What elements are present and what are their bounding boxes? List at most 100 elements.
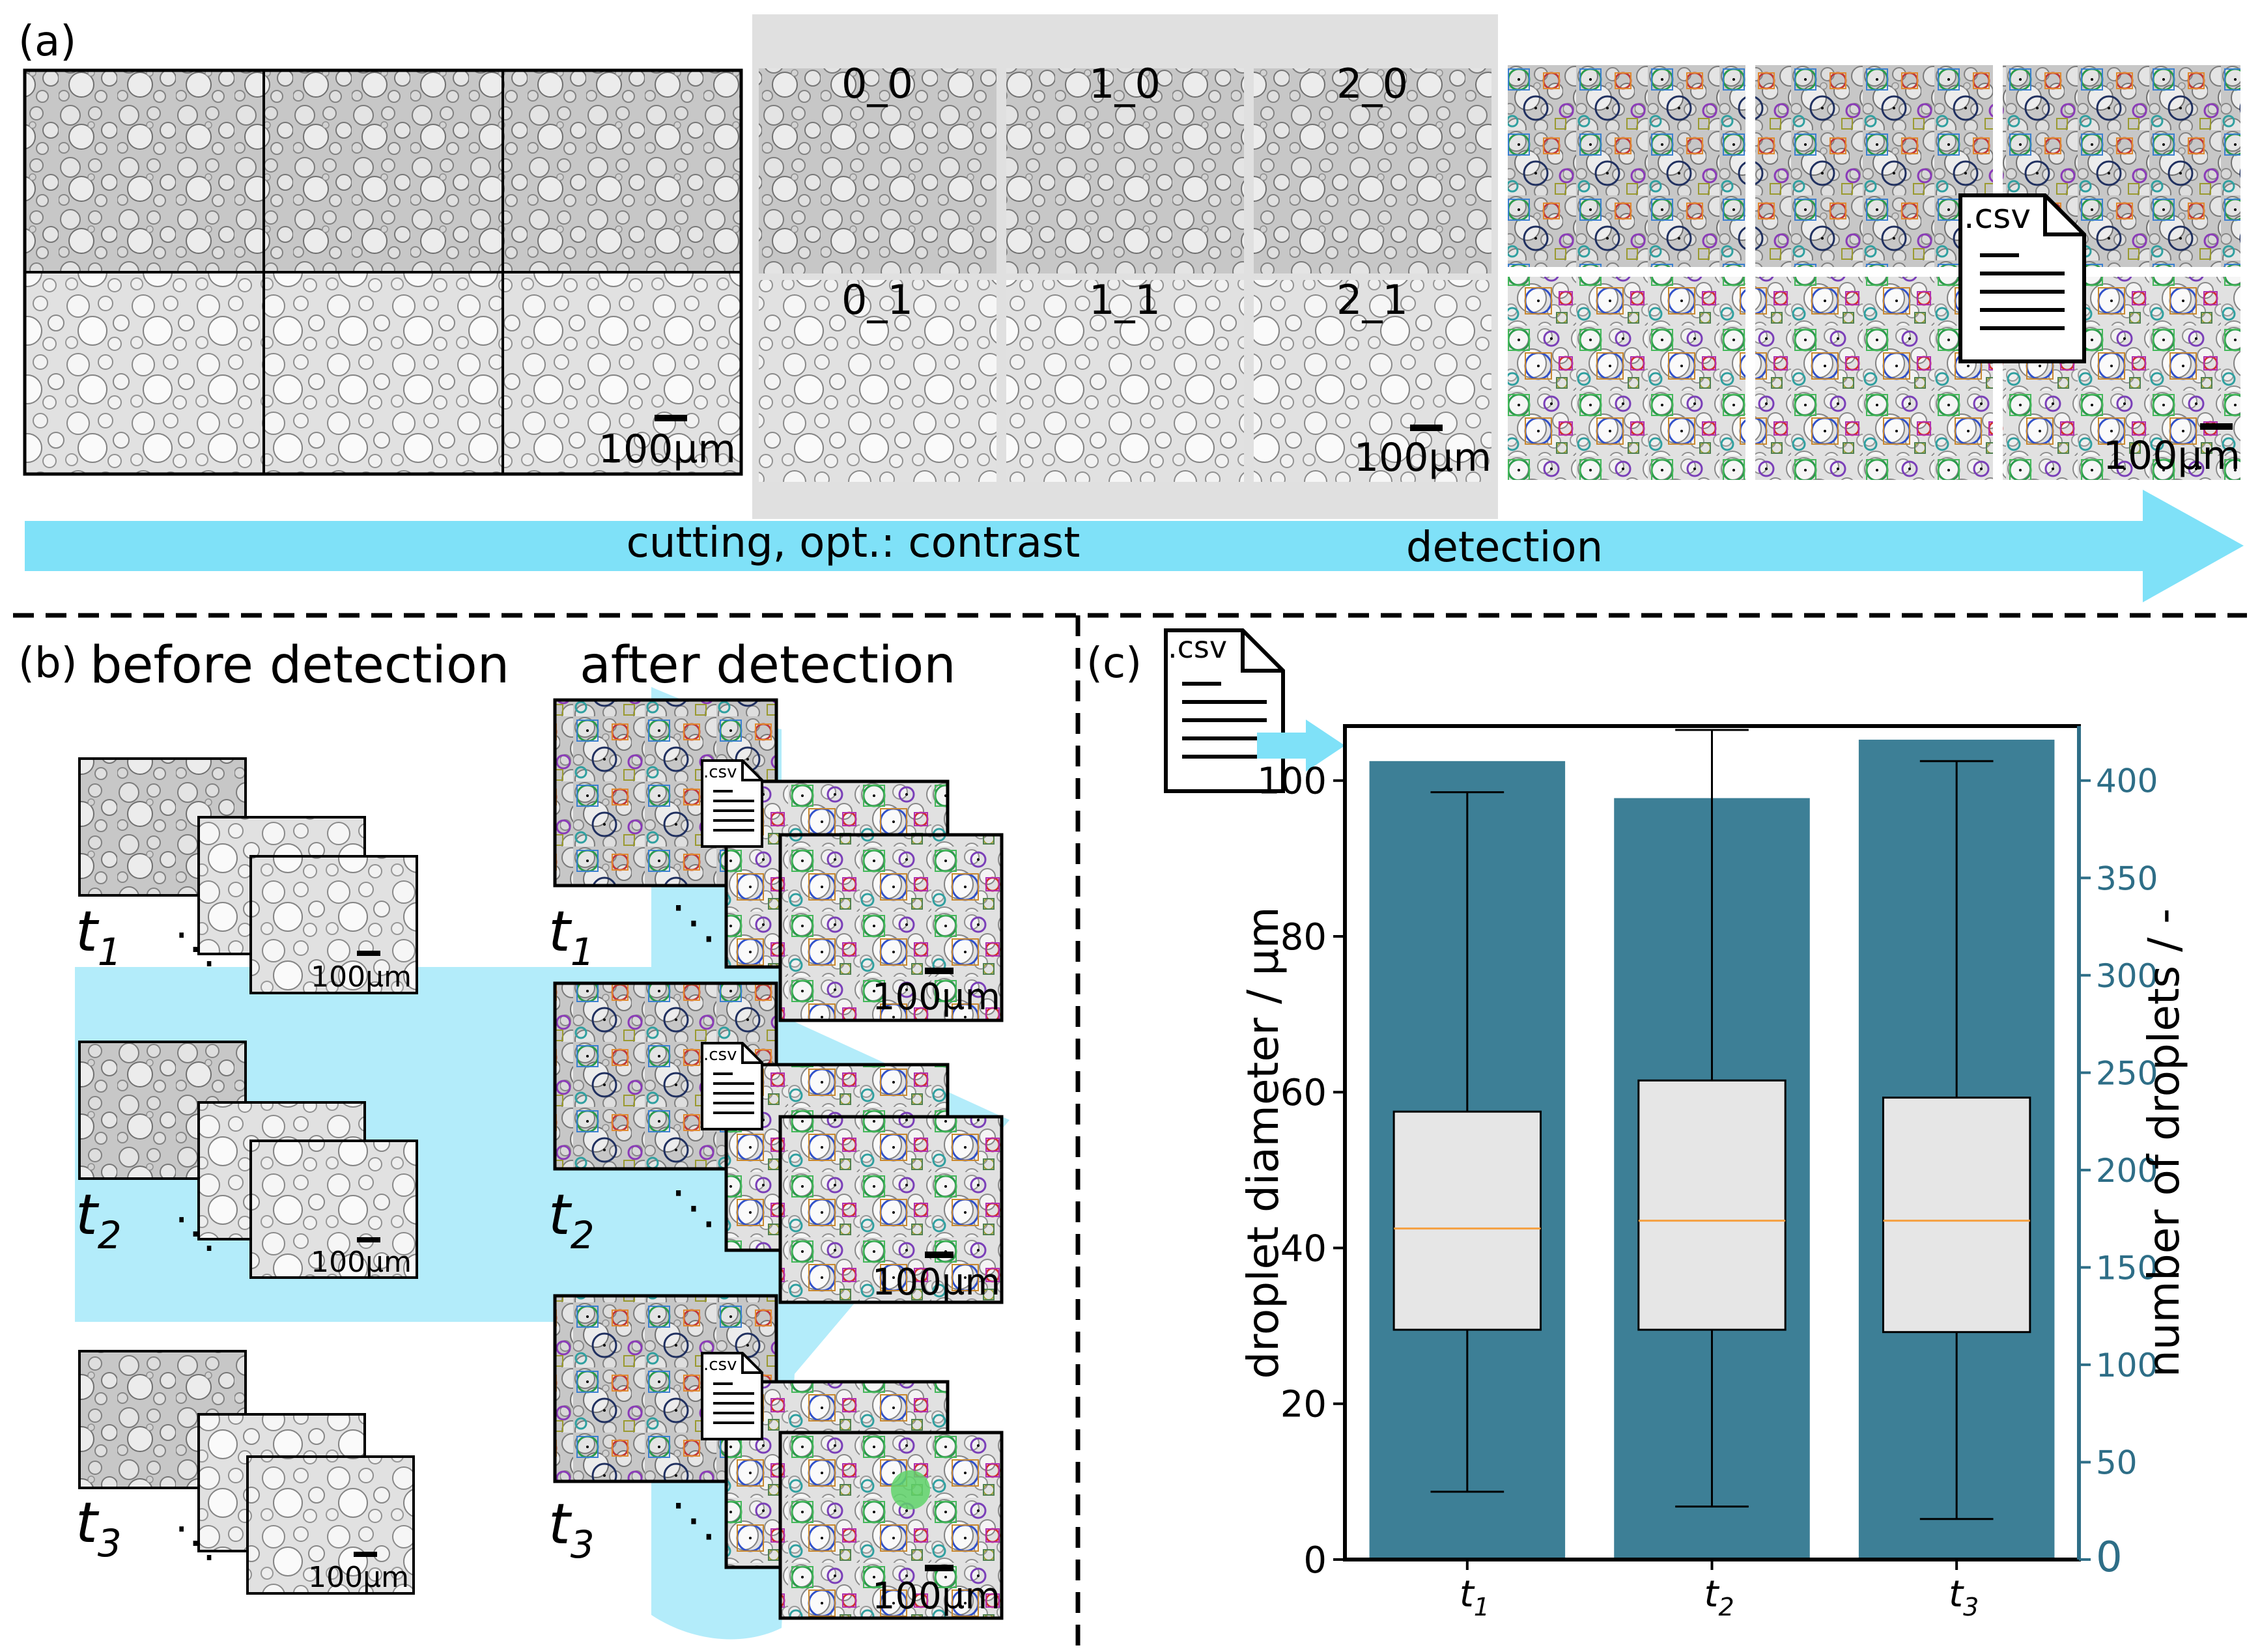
panel-a: (a) 100µm 0_0 1_0 2_0 0_1 1_1 2_1: [18, 14, 2244, 602]
panel-a-cut-tiles: 0_0 1_0 2_0 0_1 1_1 2_1 100µm: [752, 14, 1498, 519]
csv-label-c: .csv: [1168, 630, 1227, 665]
left-tick-label-40: 40: [1280, 1227, 1327, 1270]
y-axis-label-left: droplet diameter / µm: [1238, 906, 1288, 1379]
right-tick-label-0: 0: [2096, 1533, 2123, 1582]
y-axis-label-right: number of droplets / -: [2139, 908, 2189, 1377]
after-stack-t2: .csv 100µm ⋱ t2: [548, 981, 1004, 1304]
det-tile-0-0: [1508, 65, 1745, 267]
time-label-after-t2: t2: [548, 1183, 595, 1257]
ellipsis-after-t1: ⋱: [671, 895, 716, 949]
tile-1-1: [1006, 280, 1244, 482]
scale-bar-tiles: [1410, 425, 1443, 431]
csv-file-label: .csv: [1964, 197, 2031, 236]
x-axis-ticks: t1 t2 t3: [1460, 1560, 1979, 1621]
after-stack-t1: .csv 100µm ⋱ t1: [548, 698, 1004, 1022]
csv-label-b-t2: .csv: [703, 1045, 737, 1065]
tile-1-0: [1006, 68, 1244, 273]
det-tile-1-1: [1755, 277, 1993, 480]
time-label-before-t1: t1: [76, 899, 122, 974]
original-image-bottom: [25, 272, 741, 474]
ellipsis-before-t1: ⋱: [175, 925, 216, 973]
panel-a-detected-tiles: 100µm .csv: [1508, 65, 2240, 480]
left-tick-label-80: 80: [1280, 916, 1327, 959]
csv-icon-b-t3: .csv: [701, 1352, 763, 1440]
time-label-after-t1: t1: [548, 899, 595, 974]
csv-icon-b-t1: .csv: [701, 759, 763, 848]
box-bar-chart: 0 20 40 60 80 100 0 50 100 150 200 250 300 350 400 t1…: [1238, 724, 2189, 1621]
panel-b-label: (b): [18, 639, 78, 688]
scale-bar-det: [2200, 423, 2233, 430]
right-tick-label-150: 150: [2096, 1249, 2158, 1287]
panel-a-original-image: 100µm: [23, 68, 743, 476]
arrow-text-cutting: cutting, opt.: contrast: [627, 519, 1081, 567]
panel-c-label: (c): [1086, 639, 1142, 688]
tile-label-1-1: 1_1: [1089, 276, 1161, 324]
det-tile-0-1: [1508, 277, 1745, 480]
chart-boxes-layer: [1392, 729, 2031, 1520]
scale-bar-after-t3: 100µm: [872, 1575, 1000, 1617]
left-tick-label-60: 60: [1280, 1072, 1327, 1114]
ellipsis-before-t3: ⋱: [175, 1519, 216, 1567]
scale-bar-label: 100µm: [599, 427, 736, 472]
right-tick-label-50: 50: [2096, 1444, 2138, 1481]
time-label-before-t3: t3: [76, 1491, 122, 1565]
box-t2: [1637, 1079, 1787, 1331]
tile-2-1: [1254, 280, 1491, 482]
scale-bar-b-t3: 100µm: [308, 1561, 409, 1594]
right-tick-label-100: 100: [2096, 1347, 2158, 1384]
time-label-before-t2: t2: [76, 1183, 122, 1257]
after-stack-t3: .csv 100µm ⋱ t3: [548, 1294, 1004, 1620]
left-tick-label-0: 0: [1303, 1539, 1327, 1582]
x-tick-label-t2: t2: [1704, 1573, 1734, 1621]
csv-label-b-t1: .csv: [703, 763, 737, 782]
scale-bar-det-label: 100µm: [2103, 433, 2240, 479]
panel-b: (b) before detection after detection 100…: [18, 636, 1010, 1640]
tile-0-0: [759, 68, 996, 273]
ellipsis-after-t2: ⋱: [671, 1181, 716, 1234]
tile-label-2-1: 2_1: [1336, 276, 1408, 324]
csv-to-chart-arrow: [1257, 720, 1345, 772]
x-tick-label-t3: t3: [1949, 1573, 1979, 1621]
ellipsis-after-t3: ⋱: [671, 1493, 716, 1547]
scale-bar-after-t2: 100µm: [872, 1261, 1000, 1304]
csv-icon-b-t2: .csv: [701, 1042, 763, 1130]
tile-label-2-0: 2_0: [1336, 60, 1408, 107]
box-t3: [1882, 1097, 2031, 1334]
right-tick-label-300: 300: [2096, 957, 2158, 995]
tile-0-1: [759, 280, 996, 482]
heading-after-detection: after detection: [580, 636, 956, 695]
panel-a-label: (a): [18, 18, 76, 66]
right-tick-label-200: 200: [2096, 1152, 2158, 1190]
left-tick-label-100: 100: [1257, 761, 1327, 803]
scale-bar-tiles-label: 100µm: [1354, 435, 1491, 481]
panel-c: (c) .csv 0 20 40 60 80 100 0 50 100 150 200 250 300…: [1086, 628, 2189, 1621]
csv-label-b-t3: .csv: [703, 1355, 737, 1375]
csv-file-icon-c: .csv: [1164, 628, 1285, 793]
left-tick-label-20: 20: [1280, 1384, 1327, 1426]
x-tick-label-t1: t1: [1460, 1573, 1490, 1621]
csv-file-icon: .csv: [1958, 193, 2086, 363]
right-axis-ticks: 0 50 100 150 200 250 300 350 400: [2077, 726, 2158, 1582]
box-t1: [1392, 1110, 1542, 1331]
right-tick-label-350: 350: [2096, 860, 2158, 897]
scale-bar-b-t2: 100µm: [311, 1246, 412, 1279]
arrow-text-detection: detection: [1406, 524, 1603, 572]
tile-2-0: [1254, 68, 1491, 273]
left-axis-ticks: 0 20 40 60 80 100: [1257, 761, 1345, 1582]
before-stack-t3: 100µm ⋱ t3: [76, 1350, 415, 1595]
time-label-after-t3: t3: [548, 1492, 595, 1567]
scale-bar: [655, 415, 687, 421]
scale-bar-after-t1: 100µm: [872, 976, 1000, 1018]
before-stack-t2: 100µm ⋱ t2: [76, 1041, 418, 1279]
tile-label-0-1: 0_1: [841, 276, 913, 324]
det-tile-1-0: [1755, 65, 1993, 267]
right-tick-label-400: 400: [2096, 763, 2158, 800]
tile-label-1-0: 1_0: [1089, 60, 1161, 107]
ellipsis-before-t2: ⋱: [175, 1209, 216, 1257]
scale-bar-b-t1: 100µm: [311, 960, 412, 994]
process-arrow: cutting, opt.: contrast detection: [25, 490, 2244, 602]
before-stack-t1: 100µm ⋱ t1: [76, 757, 418, 994]
tile-label-0-0: 0_0: [841, 60, 913, 107]
right-tick-label-250: 250: [2096, 1054, 2158, 1092]
